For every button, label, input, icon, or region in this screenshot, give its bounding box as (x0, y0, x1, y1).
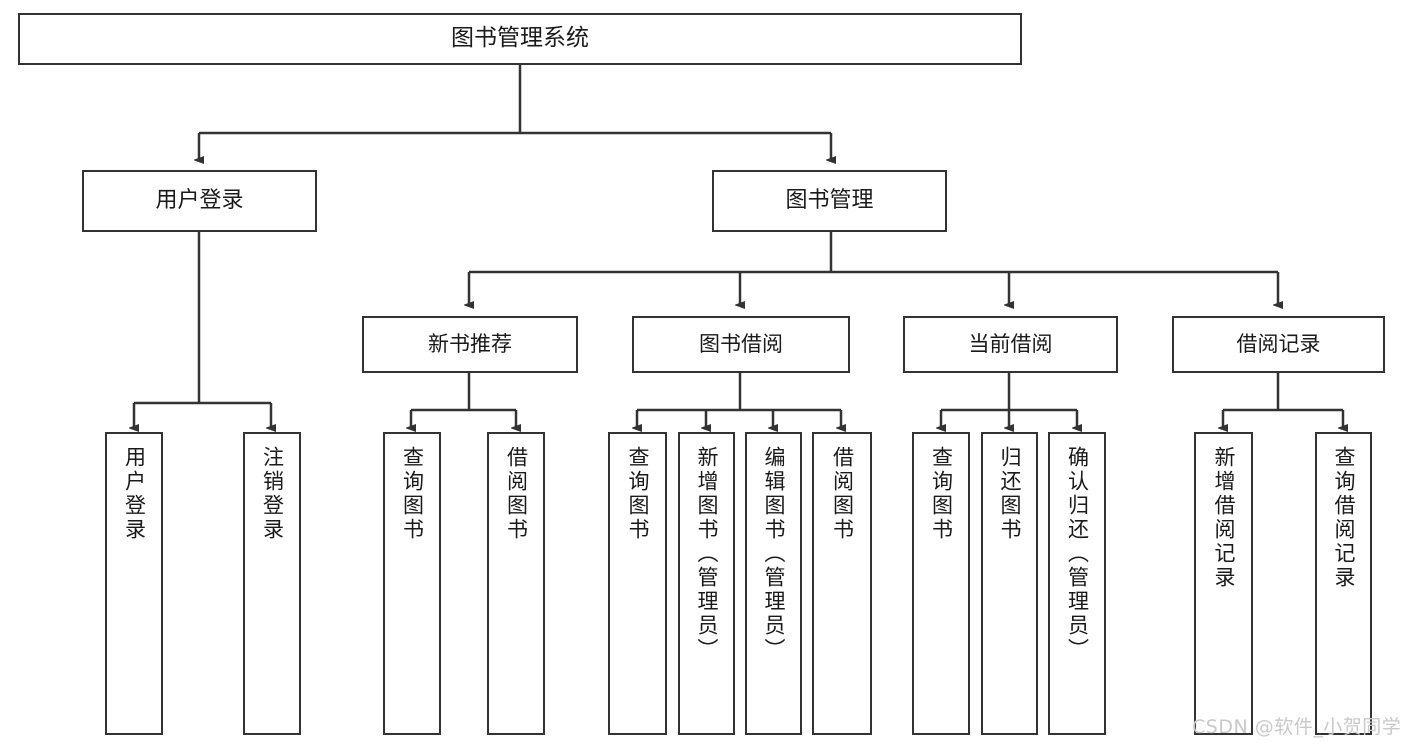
node-label: 图书管理 (785, 188, 874, 214)
node-label: 图书借阅 (699, 332, 783, 357)
node-label: 注销登录 (260, 446, 285, 542)
node-label: 借阅图书 (830, 446, 855, 542)
leaf-borrow-record-query[interactable]: 查询借阅记录 (1315, 432, 1372, 735)
node-borrow-record[interactable]: 借阅记录 (1172, 316, 1385, 373)
node-label: 新增图书（管理员） (695, 446, 719, 662)
leaf-borrow-record-add[interactable]: 新增借阅记录 (1194, 432, 1253, 735)
node-label: 用户登录 (155, 188, 244, 214)
leaf-current-borrow-confirm-return[interactable]: 确认归还（管理员） (1048, 432, 1106, 735)
leaf-book-borrow-query[interactable]: 查询图书 (608, 432, 667, 735)
node-current-borrow[interactable]: 当前借阅 (903, 316, 1118, 373)
node-label: 新书推荐 (428, 332, 512, 357)
leaf-current-borrow-return[interactable]: 归还图书 (981, 432, 1038, 735)
leaf-book-borrow-edit[interactable]: 编辑图书（管理员） (745, 432, 802, 735)
node-root-system[interactable]: 图书管理系统 (18, 13, 1022, 65)
leaf-current-borrow-query[interactable]: 查询图书 (912, 432, 970, 735)
node-label: 新增借阅记录 (1212, 446, 1236, 590)
leaf-new-book-query[interactable]: 查询图书 (383, 432, 441, 735)
node-label: 查询借阅记录 (1332, 446, 1356, 590)
node-label: 用户登录 (122, 446, 147, 542)
leaf-book-borrow-add[interactable]: 新增图书（管理员） (678, 432, 735, 735)
node-book-borrow[interactable]: 图书借阅 (632, 316, 850, 373)
node-new-book-recommend[interactable]: 新书推荐 (362, 316, 578, 373)
node-label: 编辑图书（管理员） (762, 446, 786, 662)
node-label: 确认归还（管理员） (1065, 446, 1090, 662)
node-label: 图书管理系统 (451, 25, 589, 52)
node-label: 查询图书 (626, 446, 650, 542)
leaf-new-book-borrow[interactable]: 借阅图书 (487, 432, 545, 735)
node-label: 当前借阅 (968, 332, 1053, 357)
leaf-user-login-logout[interactable]: 注销登录 (243, 432, 301, 735)
leaf-book-borrow-borrow[interactable]: 借阅图书 (812, 432, 872, 735)
node-label: 借阅记录 (1236, 332, 1321, 357)
node-label: 归还图书 (998, 446, 1022, 542)
leaf-user-login-login[interactable]: 用户登录 (105, 432, 163, 735)
node-user-login[interactable]: 用户登录 (82, 170, 317, 232)
node-label: 查询图书 (929, 446, 954, 542)
node-label: 借阅图书 (504, 446, 529, 542)
node-book-management[interactable]: 图书管理 (712, 170, 947, 232)
node-label: 查询图书 (400, 446, 425, 542)
